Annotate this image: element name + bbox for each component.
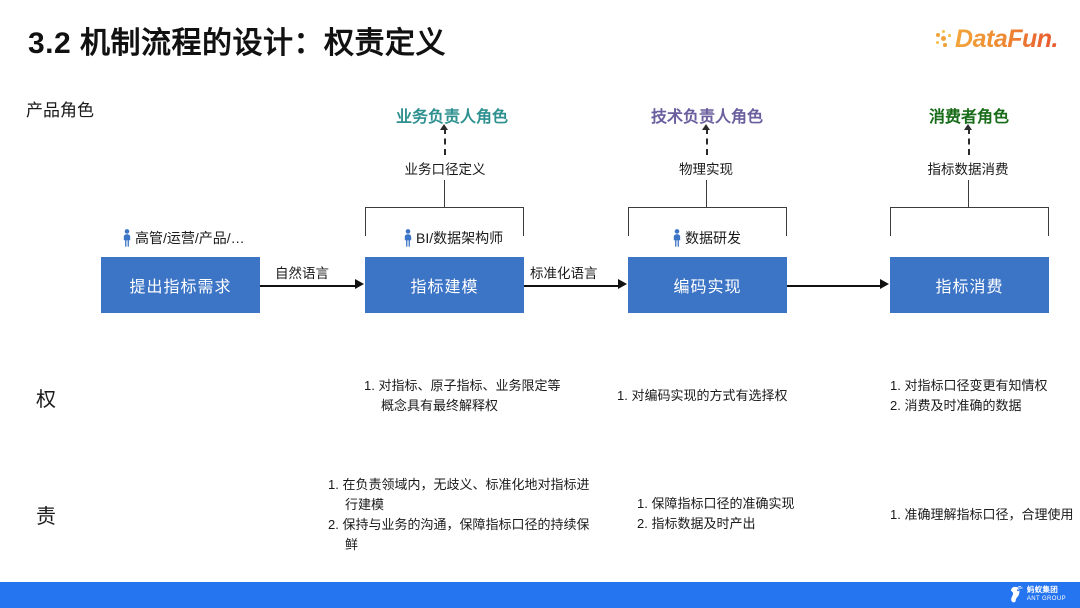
connector-label-physical-impl: 物理实现 bbox=[679, 162, 733, 177]
role-label-business-owner: 业务负责人角色 bbox=[396, 109, 509, 126]
actor-data-engineer: 数据研发 bbox=[672, 228, 741, 248]
process-box-coding[interactable]: 编码实现 bbox=[628, 257, 787, 313]
rights-consumer-item-2: 2. 消费及时准确的数据 bbox=[890, 398, 1022, 413]
person-icon bbox=[123, 229, 131, 247]
section-title-rights: 权 bbox=[36, 389, 56, 411]
actor-label-bi-architect: BI/数据架构师 bbox=[416, 230, 504, 246]
flow-label-natural-language: 自然语言 bbox=[275, 266, 329, 281]
rights-col-consumer: 1. 对指标口径变更有知情权 2. 消费及时准确的数据 bbox=[890, 376, 1080, 416]
bracket-stem-1 bbox=[444, 180, 445, 207]
rights-col-business: 1. 对指标、原子指标、业务限定等概念具有最终解释权 bbox=[364, 376, 564, 416]
role-label-product: 产品角色 bbox=[26, 101, 94, 120]
footer-bar: 蚂蚁集团 ANT GROUP bbox=[0, 582, 1080, 608]
duties-business-item-1: 1. 在负责领域内，无歧义、标准化地对指标进行建模 bbox=[328, 477, 590, 512]
dashed-connector-2 bbox=[706, 128, 708, 155]
dashed-connector-1 bbox=[444, 128, 446, 155]
flow-arrow-head-2 bbox=[618, 279, 627, 289]
rights-business-item-1: 1. 对指标、原子指标、业务限定等概念具有最终解释权 bbox=[364, 378, 561, 413]
dashed-arrowhead-3 bbox=[964, 124, 972, 130]
flow-arrow-line-3 bbox=[787, 285, 880, 287]
role-label-consumer: 消费者角色 bbox=[929, 109, 1010, 126]
dashed-arrowhead-2 bbox=[702, 124, 710, 130]
bracket-1 bbox=[365, 207, 524, 236]
process-box-requirement[interactable]: 提出指标需求 bbox=[101, 257, 260, 313]
rights-col-tech: 1. 对编码实现的方式有选择权 bbox=[617, 386, 847, 406]
ant-group-brand-cn: 蚂蚁集团 bbox=[1026, 585, 1059, 594]
actor-label-product: 高管/运营/产品/… bbox=[135, 230, 245, 246]
datafun-dots-icon bbox=[936, 30, 952, 48]
bracket-stem-3 bbox=[968, 180, 969, 207]
person-icon bbox=[673, 229, 681, 247]
actor-label-data-engineer: 数据研发 bbox=[685, 230, 741, 246]
page-title: 3.2 机制流程的设计：权责定义 bbox=[28, 27, 447, 60]
connector-label-data-consumption: 指标数据消费 bbox=[927, 162, 1009, 177]
ant-group-logo: 蚂蚁集团 ANT GROUP bbox=[1008, 585, 1066, 603]
bracket-stem-2 bbox=[706, 180, 707, 207]
flow-arrow-line-2 bbox=[524, 285, 618, 287]
duties-col-business: 1. 在负责领域内，无歧义、标准化地对指标进行建模 2. 保持与业务的沟通，保障… bbox=[328, 475, 592, 555]
duties-business-item-2: 2. 保持与业务的沟通，保障指标口径的持续保鲜 bbox=[328, 517, 590, 552]
flow-label-standardized-language: 标准化语言 bbox=[530, 266, 598, 281]
duties-consumer-item-1: 1. 准确理解指标口径，合理使用 bbox=[890, 507, 1074, 522]
duties-col-tech: 1. 保障指标口径的准确实现 2. 指标数据及时产出 bbox=[637, 494, 857, 534]
rights-consumer-item-1: 1. 对指标口径变更有知情权 bbox=[890, 378, 1048, 393]
dashed-connector-3 bbox=[968, 128, 970, 155]
process-box-consumption[interactable]: 指标消费 bbox=[890, 257, 1049, 313]
section-title-duties: 责 bbox=[36, 506, 56, 528]
flow-arrow-head-3 bbox=[880, 279, 889, 289]
connector-label-business-definition: 业务口径定义 bbox=[404, 162, 486, 177]
actor-bi-architect: BI/数据架构师 bbox=[403, 228, 503, 248]
duties-tech-item-2: 2. 指标数据及时产出 bbox=[637, 516, 756, 531]
role-label-tech-owner: 技术负责人角色 bbox=[651, 109, 764, 126]
datafun-logo: DataFun. bbox=[936, 24, 1058, 54]
rights-tech-item-1: 1. 对编码实现的方式有选择权 bbox=[617, 388, 788, 403]
flow-arrow-line-1 bbox=[260, 285, 355, 287]
duties-col-consumer: 1. 准确理解指标口径，合理使用 bbox=[890, 505, 1080, 525]
person-icon bbox=[404, 229, 412, 247]
dashed-arrowhead-1 bbox=[440, 124, 448, 130]
ant-group-icon bbox=[1010, 586, 1023, 603]
bracket-2 bbox=[628, 207, 787, 236]
process-box-modeling[interactable]: 指标建模 bbox=[365, 257, 524, 313]
datafun-logo-text: DataFun. bbox=[955, 24, 1058, 53]
actor-product: 高管/运营/产品/… bbox=[122, 228, 245, 248]
ant-group-brand-en: ANT GROUP bbox=[1026, 595, 1066, 602]
bracket-3 bbox=[890, 207, 1049, 236]
flow-arrow-head-1 bbox=[355, 279, 364, 289]
duties-tech-item-1: 1. 保障指标口径的准确实现 bbox=[637, 496, 795, 511]
